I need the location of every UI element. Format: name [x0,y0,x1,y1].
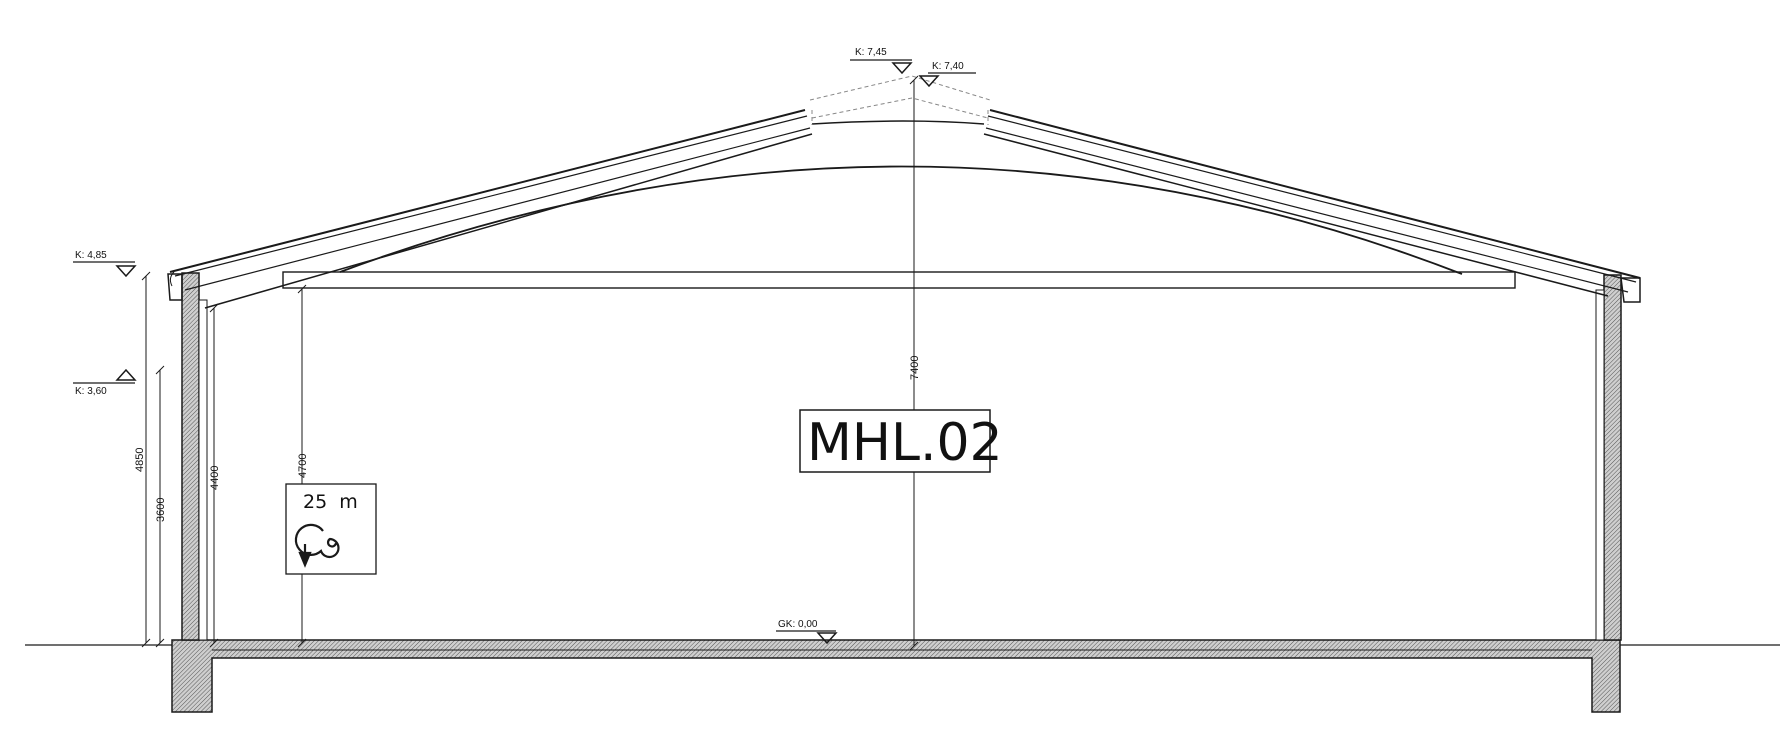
floor-slab [171,639,1621,713]
svg-text:K: 3,60: K: 3,60 [75,386,107,397]
svg-text:K: 7,45: K: 7,45 [855,47,887,58]
right-wall [1595,274,1641,641]
dimension-label-ridge-height: 7400 [909,356,921,380]
left-wall [167,271,208,641]
level-marker-ridge-right: K: 7,40 [918,61,976,88]
level-marker-wall-top: K: 3,60 [73,368,137,397]
level-marker-ground-floor: GK: 0,00 [776,619,838,645]
dimension-wall-height [155,365,165,648]
roof [169,109,1641,309]
dimension-total-height [141,271,151,648]
level-marker-ridge-left: K: 7,45 [850,47,913,75]
svg-text:GK: 0,00: GK: 0,00 [778,619,818,630]
ridge-vent [809,75,991,125]
dimension-inner-height [209,303,219,648]
room-label-text: MHL.02 [807,413,1003,473]
svg-text:K: 4,85: K: 4,85 [75,250,107,261]
svg-text:K: 7,40: K: 7,40 [932,61,964,72]
level-marker-eave: K: 4,85 [73,250,137,278]
dimension-label-clear-height: 4700 [297,454,309,478]
dimension-label-wall-height: 3600 [155,498,167,522]
sign-box: 25 m [285,483,377,575]
room-label: MHL.02 [799,409,1003,473]
sign-text: 25 m [303,491,358,513]
dimension-ridge-height [909,75,919,651]
dimension-label-inner-height: 4400 [209,466,221,490]
dimension-label-total-height: 4850 [134,448,146,472]
dimension-clear-height [297,284,307,648]
spiral-arrow-icon [294,523,340,568]
